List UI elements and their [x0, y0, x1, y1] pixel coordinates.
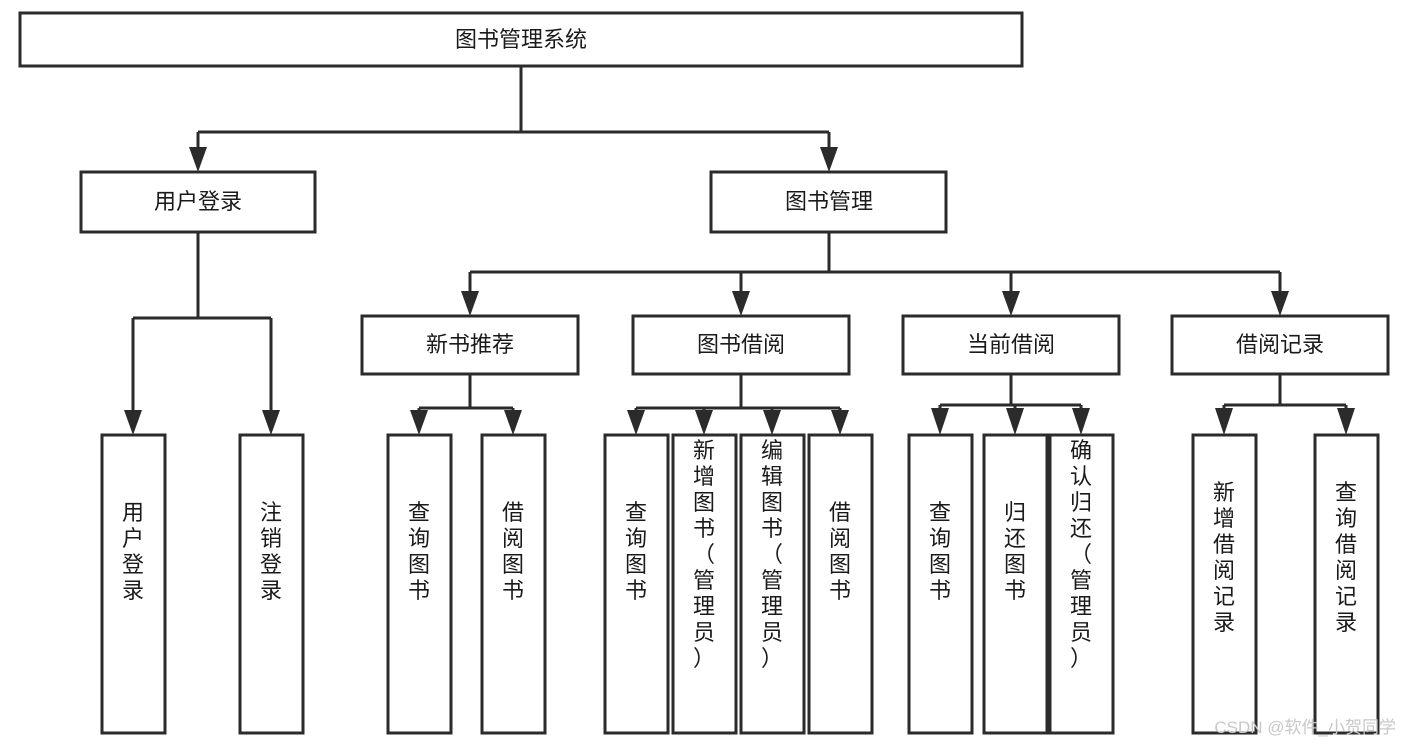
arrow-icon-leaf-return-book — [1006, 408, 1024, 435]
node-root[interactable]: 图书管理系统 — [18, 11, 1024, 68]
node-leaf-query-book-current[interactable]: 查询图书 — [907, 433, 974, 735]
node-book-management-box — [709, 170, 948, 234]
arrow-icon-current-borrow — [1002, 291, 1020, 316]
node-new-book-recommend-box — [360, 314, 580, 376]
node-book-borrow-box — [631, 314, 851, 376]
node-leaf-query-book-borrow-label: 查询图书 — [625, 500, 647, 603]
node-leaf-borrow-book-new[interactable]: 借阅图书 — [480, 433, 547, 735]
node-borrow-record-box — [1170, 314, 1390, 376]
arrow-icon-leaf-query-book-new — [410, 410, 428, 435]
node-leaf-add-book[interactable]: 新增图书（管理员） — [671, 433, 738, 735]
node-leaf-add-borrow-record-box — [1191, 433, 1258, 735]
node-leaf-query-borrow-record-box — [1313, 433, 1380, 735]
node-leaf-user-logout[interactable]: 注销登录 — [238, 433, 305, 735]
node-leaf-query-book-new[interactable]: 查询图书 — [386, 433, 453, 735]
node-leaf-edit-book-box — [739, 433, 806, 735]
arrow-icon-leaf-query-book-borrow — [627, 410, 645, 435]
connector-layer — [124, 66, 1355, 435]
node-book-borrow[interactable]: 图书借阅 — [631, 314, 851, 376]
node-user-login-label: 用户登录 — [154, 189, 242, 214]
node-borrow-record[interactable]: 借阅记录 — [1170, 314, 1390, 376]
arrow-icon-book-borrow — [732, 291, 750, 316]
node-leaf-add-borrow-record[interactable]: 新增借阅记录 — [1191, 433, 1258, 735]
node-leaf-query-book-borrow[interactable]: 查询图书 — [603, 433, 670, 735]
csdn-watermark: CSDN @软件_小贺同学 — [1214, 718, 1396, 737]
node-leaf-query-book-borrow-box — [603, 433, 670, 735]
node-leaf-confirm-return-box — [1048, 433, 1115, 735]
arrow-icon-leaf-add-borrow-record — [1215, 408, 1233, 435]
node-new-book-recommend[interactable]: 新书推荐 — [360, 314, 580, 376]
node-book-borrow-label: 图书借阅 — [697, 332, 785, 357]
node-leaf-confirm-return[interactable]: 确认归还（管理员） — [1048, 433, 1115, 735]
node-current-borrow-box — [901, 314, 1121, 376]
node-leaf-borrow-book[interactable]: 借阅图书 — [807, 433, 874, 735]
node-leaf-confirm-return-label: 确认归还（管理员） — [1070, 438, 1092, 671]
arrow-icon-new-book-recommend — [461, 291, 479, 316]
node-leaf-query-borrow-record-label: 查询借阅记录 — [1335, 480, 1357, 635]
arrow-icon-user-login — [189, 147, 207, 172]
node-leaf-user-login[interactable]: 用户登录 — [100, 433, 167, 735]
node-leaf-edit-book-label: 编辑图书（管理员） — [761, 438, 783, 671]
node-leaf-add-book-label: 新增图书（管理员） — [693, 438, 715, 671]
arrow-icon-leaf-query-borrow-record — [1337, 408, 1355, 435]
node-leaf-query-borrow-record[interactable]: 查询借阅记录 — [1313, 433, 1380, 735]
node-root-box — [18, 11, 1024, 68]
node-user-login[interactable]: 用户登录 — [79, 170, 317, 234]
node-book-management-label: 图书管理 — [785, 189, 873, 214]
node-leaf-user-logout-label: 注销登录 — [260, 500, 282, 603]
node-leaf-edit-book[interactable]: 编辑图书（管理员） — [739, 433, 806, 735]
node-leaf-borrow-book-new-label: 借阅图书 — [502, 500, 524, 603]
arrow-icon-leaf-borrow-book-new — [504, 410, 522, 435]
node-borrow-record-label: 借阅记录 — [1236, 332, 1324, 357]
node-current-borrow-label: 当前借阅 — [967, 332, 1055, 357]
node-leaf-borrow-book-new-box — [480, 433, 547, 735]
arrow-icon-leaf-confirm-return — [1072, 408, 1090, 435]
node-user-login-box — [79, 170, 317, 234]
node-leaf-query-book-current-box — [907, 433, 974, 735]
node-root-label: 图书管理系统 — [455, 27, 587, 52]
arrow-icon-borrow-record — [1271, 291, 1289, 316]
node-leaf-user-login-label: 用户登录 — [122, 500, 144, 603]
arrow-icon-book-management — [820, 147, 838, 172]
node-new-book-recommend-label: 新书推荐 — [426, 332, 514, 357]
arrow-icon-leaf-add-book — [695, 410, 713, 435]
node-leaf-query-book-new-label: 查询图书 — [408, 500, 430, 603]
node-book-management[interactable]: 图书管理 — [709, 170, 948, 234]
node-leaf-return-book[interactable]: 归还图书 — [982, 433, 1049, 735]
node-current-borrow[interactable]: 当前借阅 — [901, 314, 1121, 376]
arrow-icon-leaf-user-logout — [262, 410, 280, 435]
arrow-icon-leaf-borrow-book — [831, 410, 849, 435]
arrow-icon-leaf-query-book-current — [931, 408, 949, 435]
node-leaf-return-book-label: 归还图书 — [1004, 500, 1026, 603]
arrow-icon-leaf-user-login — [124, 410, 142, 435]
node-leaf-query-book-new-box — [386, 433, 453, 735]
node-leaf-borrow-book-label: 借阅图书 — [829, 500, 851, 603]
node-leaf-add-book-box — [671, 433, 738, 735]
node-leaf-borrow-book-box — [807, 433, 874, 735]
node-leaf-user-logout-box — [238, 433, 305, 735]
node-leaf-add-borrow-record-label: 新增借阅记录 — [1213, 480, 1235, 635]
node-leaf-query-book-current-label: 查询图书 — [929, 500, 951, 603]
node-leaf-return-book-box — [982, 433, 1049, 735]
arrow-icon-leaf-edit-book — [763, 410, 781, 435]
node-leaf-user-login-box — [100, 433, 167, 735]
